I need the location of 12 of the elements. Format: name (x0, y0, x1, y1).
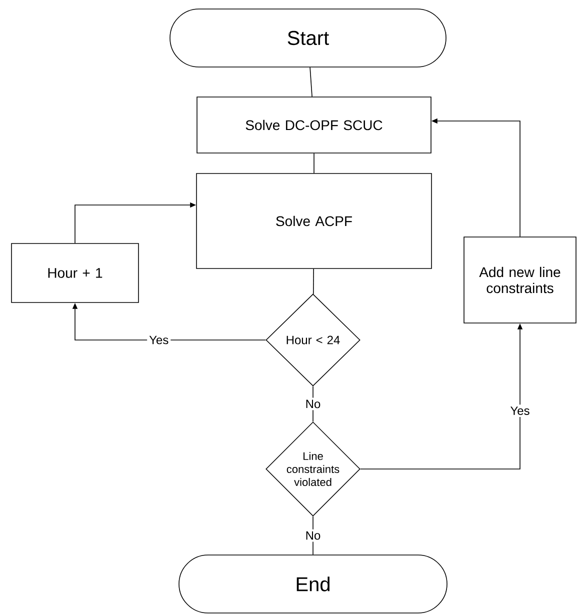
process-box: Add new line constraints (464, 236, 576, 324)
process-box: Hour + 1 (11, 243, 139, 303)
connector (312, 516, 314, 555)
connector (310, 67, 312, 97)
process-box: Solve ACPF (196, 173, 432, 269)
edge-label: No (306, 531, 320, 540)
edge-label: Yes (149, 336, 168, 344)
process-box: Solve DC-OPF SCUC (196, 96, 432, 154)
connector (312, 386, 314, 422)
connector (312, 268, 314, 294)
edge-label: No (306, 400, 320, 408)
edge-label: Yes (510, 406, 530, 415)
